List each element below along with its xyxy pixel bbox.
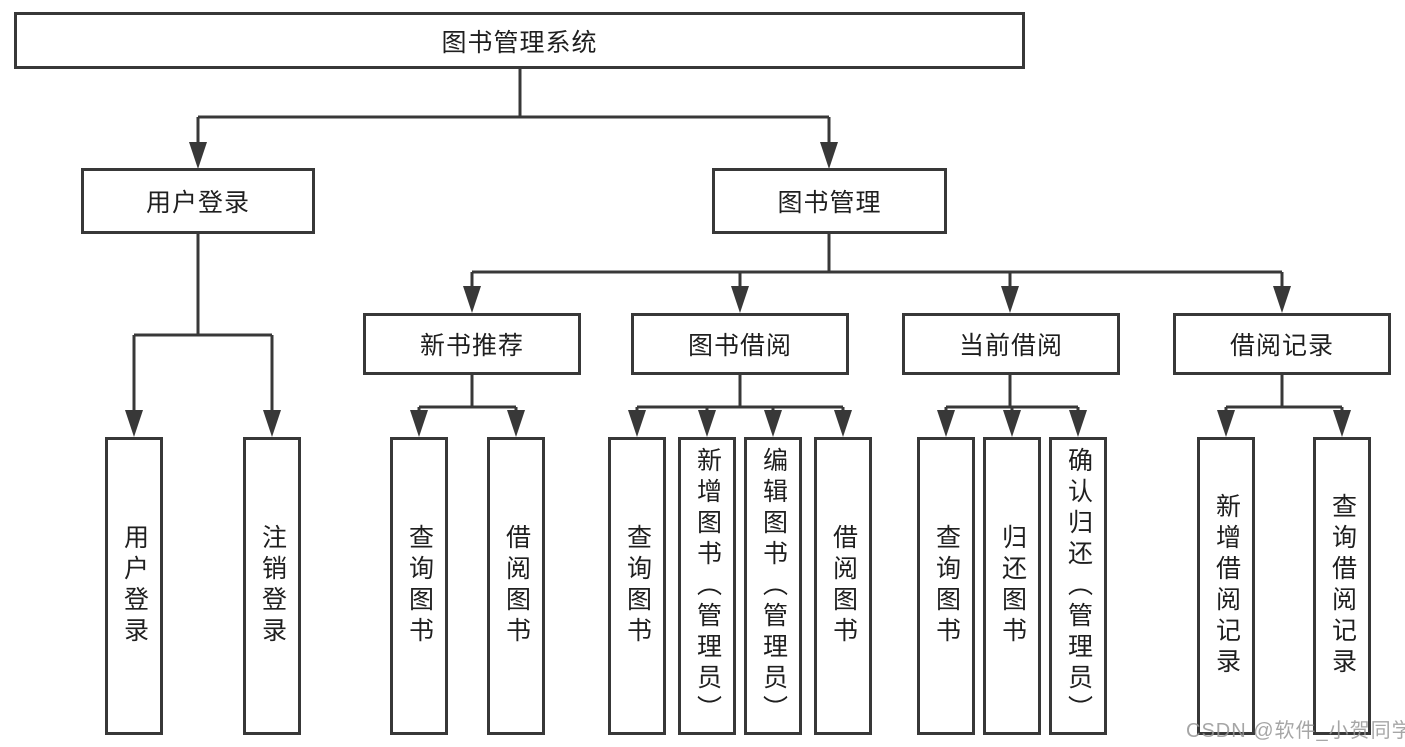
node-label: 查询借阅记录 bbox=[1328, 493, 1357, 679]
node-query-books-recommend: 查询图书 bbox=[390, 437, 448, 735]
node-user-login-module: 用户登录 bbox=[81, 168, 315, 234]
node-label: 新增借阅记录 bbox=[1212, 493, 1241, 679]
node-root-system: 图书管理系统 bbox=[14, 12, 1025, 69]
node-label: 当前借阅 bbox=[958, 332, 1063, 360]
node-label: 借阅图书 bbox=[829, 524, 858, 648]
node-return-book: 归还图书 bbox=[983, 437, 1041, 735]
node-new-book-recommend: 新书推荐 bbox=[363, 313, 581, 375]
node-label: 图书管理 bbox=[777, 189, 882, 217]
node-add-book-admin: 新增图书（管理员） bbox=[678, 437, 736, 735]
node-borrow-books-leaf: 借阅图书 bbox=[814, 437, 872, 735]
node-query-borrow-record: 查询借阅记录 bbox=[1313, 437, 1371, 735]
node-label: 注销登录 bbox=[258, 524, 287, 648]
node-label: 新书推荐 bbox=[419, 332, 524, 360]
node-query-books-current: 查询图书 bbox=[917, 437, 975, 735]
node-label: 用户登录 bbox=[145, 189, 250, 217]
node-logout: 注销登录 bbox=[243, 437, 301, 735]
node-book-borrowing: 图书借阅 bbox=[631, 313, 849, 375]
node-label: 借阅图书 bbox=[502, 524, 531, 648]
node-borrowing-records: 借阅记录 bbox=[1173, 313, 1391, 375]
node-label: 图书管理系统 bbox=[441, 28, 598, 57]
node-user-login-leaf: 用户登录 bbox=[105, 437, 163, 735]
node-label: 用户登录 bbox=[120, 524, 149, 648]
node-add-borrow-record: 新增借阅记录 bbox=[1197, 437, 1255, 735]
node-book-management-module: 图书管理 bbox=[712, 168, 947, 234]
node-label: 查询图书 bbox=[405, 524, 434, 648]
node-query-books-borrow: 查询图书 bbox=[608, 437, 666, 735]
node-label: 归还图书 bbox=[998, 524, 1027, 648]
node-label: 借阅记录 bbox=[1229, 332, 1334, 360]
node-label: 编辑图书（管理员） bbox=[759, 446, 788, 726]
csdn-watermark: CSDN @软件_小贺同学 bbox=[1186, 720, 1405, 742]
node-label: 查询图书 bbox=[623, 524, 652, 648]
node-confirm-return-admin: 确认归还（管理员） bbox=[1049, 437, 1107, 735]
node-label: 确认归还（管理员） bbox=[1064, 446, 1093, 726]
node-edit-book-admin: 编辑图书（管理员） bbox=[744, 437, 802, 735]
node-label: 图书借阅 bbox=[687, 332, 792, 360]
node-current-borrowing: 当前借阅 bbox=[902, 313, 1120, 375]
node-borrow-books-recommend: 借阅图书 bbox=[487, 437, 545, 735]
node-label: 查询图书 bbox=[932, 524, 961, 648]
node-label: 新增图书（管理员） bbox=[693, 446, 722, 726]
